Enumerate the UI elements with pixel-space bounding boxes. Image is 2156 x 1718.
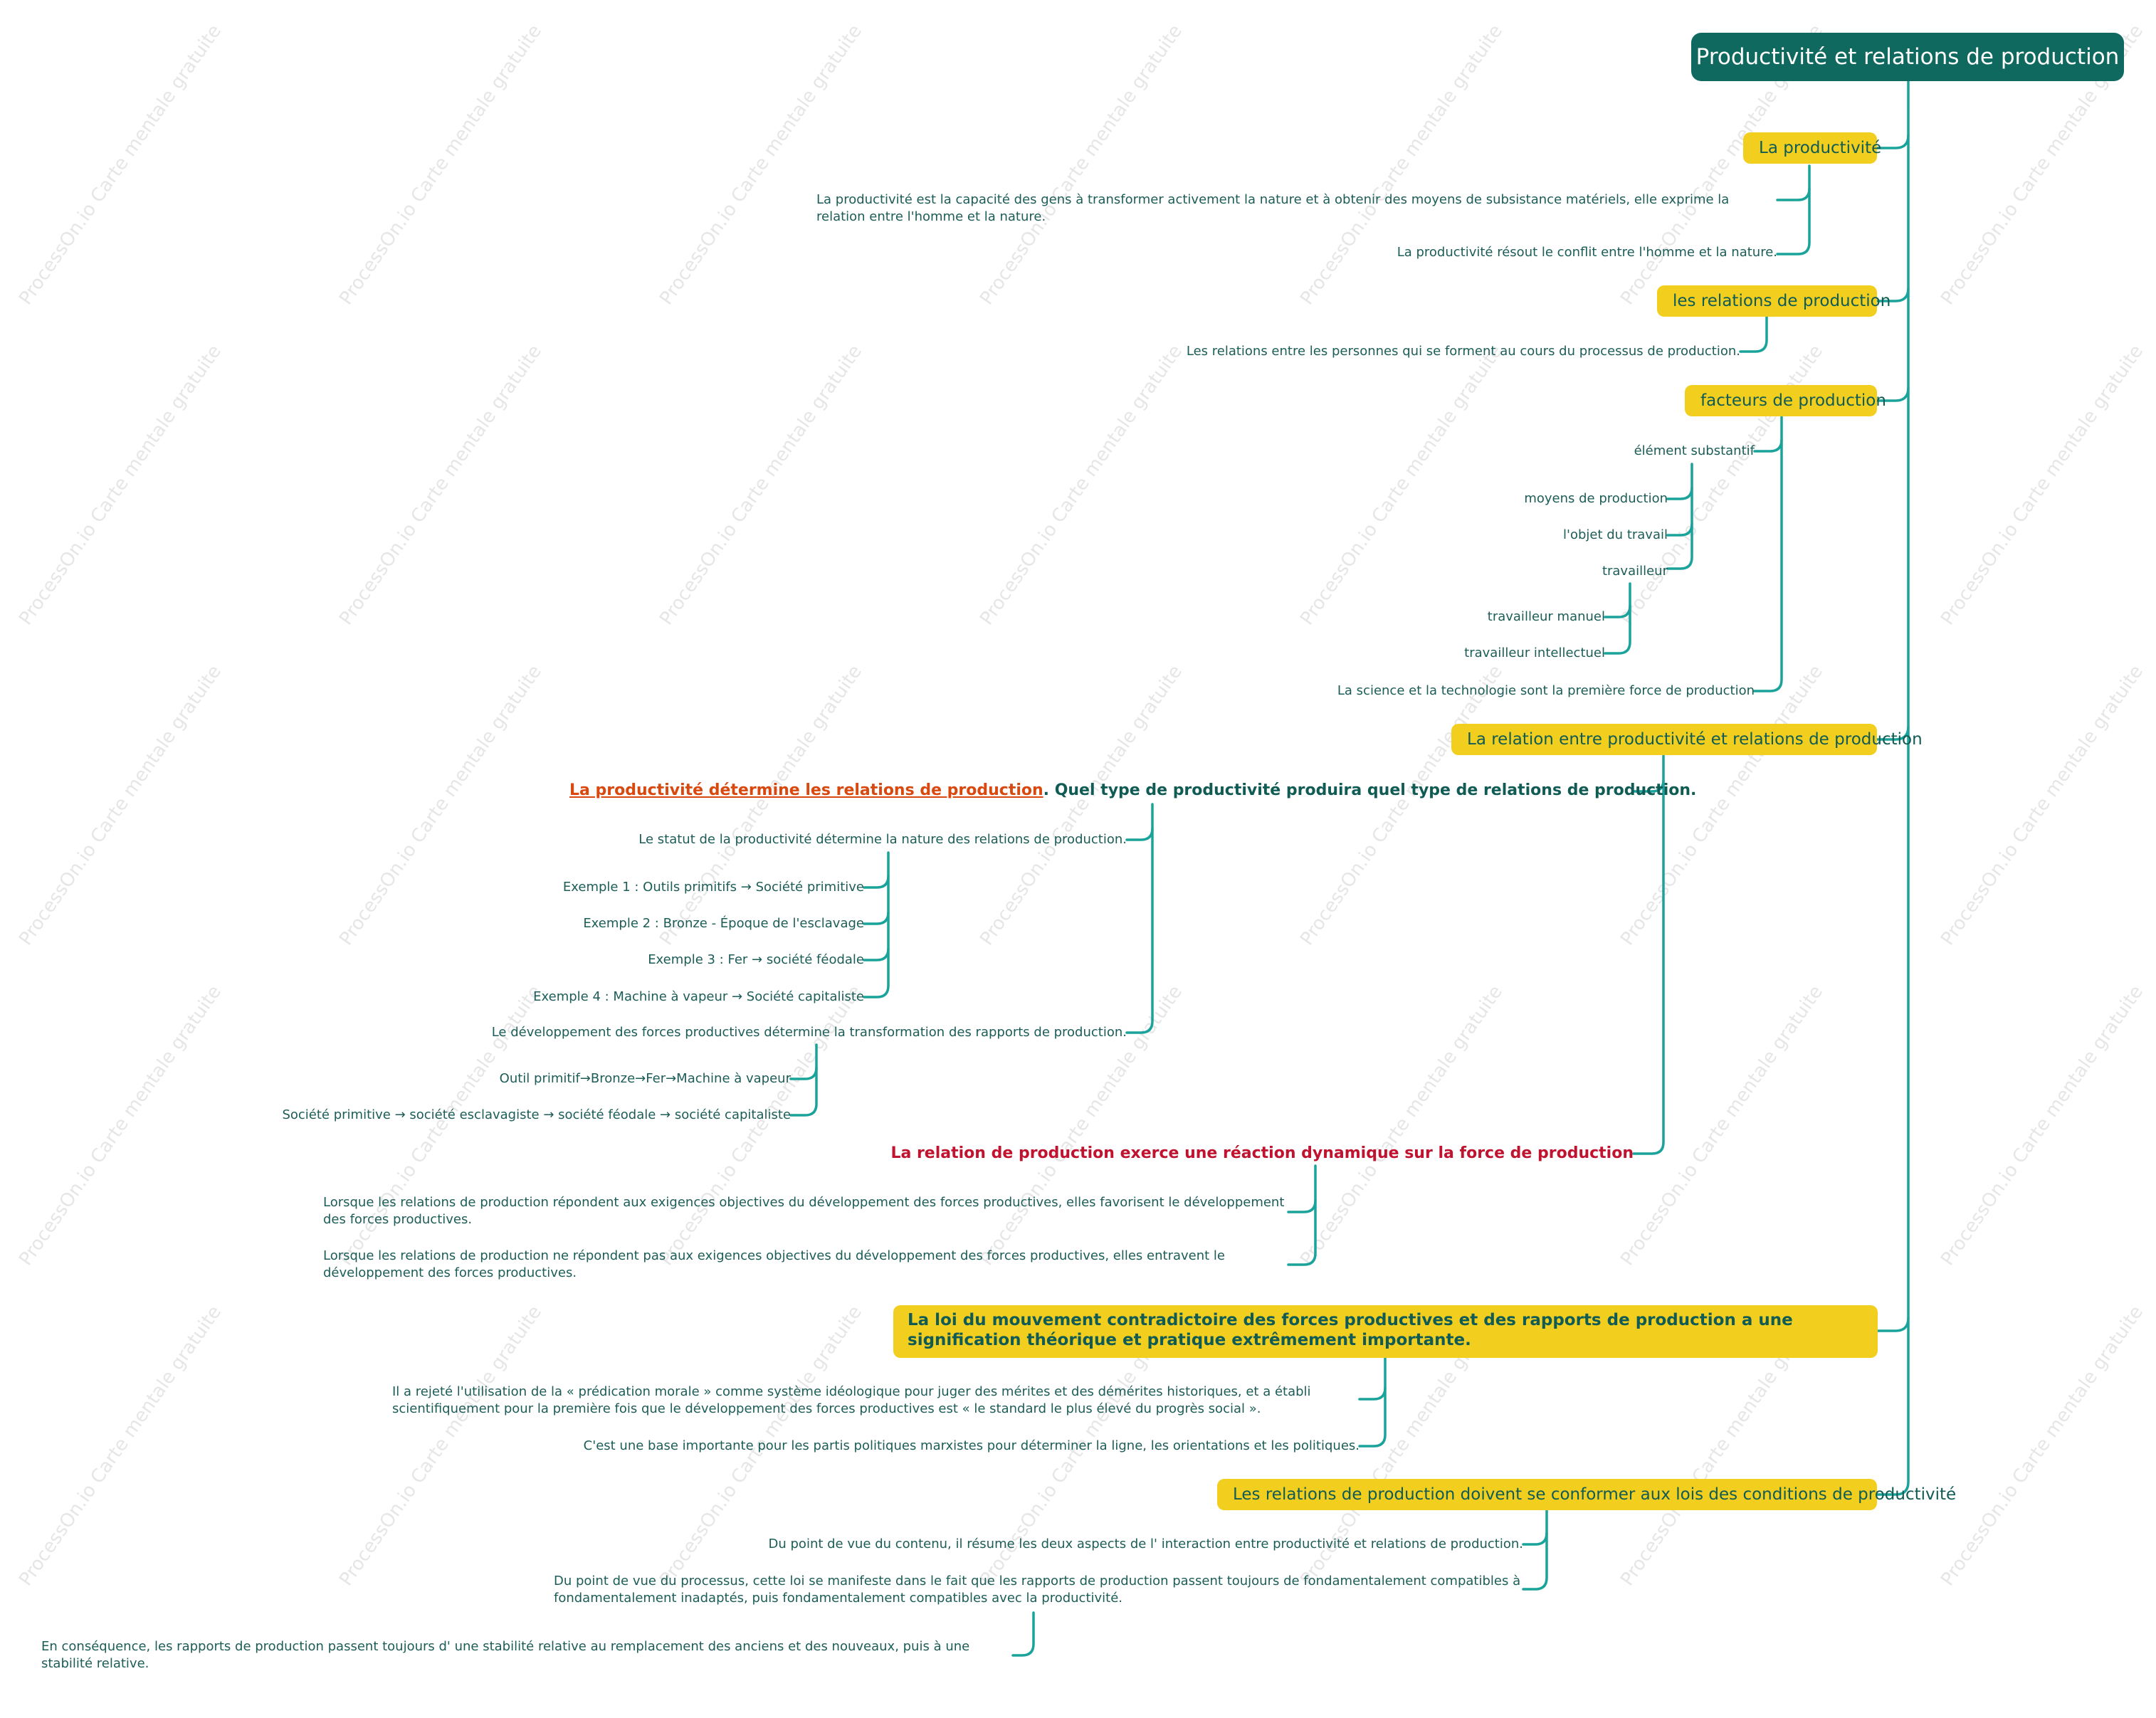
watermark-text: ProcessOn.io Carte mentale gratuite [15, 981, 226, 1270]
watermark-text: ProcessOn.io Carte mentale gratuite [1616, 981, 1827, 1270]
watermark-text: ProcessOn.io Carte mentale gratuite [976, 341, 1187, 629]
watermark-text: ProcessOn.io Carte mentale gratuite [656, 341, 866, 629]
topic-relations[interactable]: les relations de production [1657, 285, 1891, 317]
relation-exemple-1: Exemple 1 : Outils primitifs → Société p… [562, 880, 864, 895]
watermark-text: ProcessOn.io Carte mentale gratuite [976, 21, 1187, 309]
loi-predication-morale: Il a rejeté l'utilisation de la « prédic… [392, 1384, 1311, 1416]
conformer-processus: Du point de vue du processus, cette loi … [554, 1574, 1521, 1606]
facteurs-element-substantif: élément substantif [1634, 443, 1755, 458]
productivite-definition: La productivité est la capacité des gens… [816, 192, 1730, 224]
topic-productivite[interactable]: La productivité [1743, 132, 1881, 164]
relation-societe-chain: Société primitive → société esclavagiste… [282, 1107, 791, 1122]
relation-reaction-heading: La relation de production exerce une réa… [890, 1144, 1634, 1162]
relation-statut: Le statut de la productivité détermine l… [638, 832, 1127, 847]
watermark-text: ProcessOn.io Carte mentale gratuite [1937, 341, 2147, 629]
topic-loi-mouvement[interactable]: La loi du mouvement contradictoire des f… [893, 1305, 1878, 1358]
relation-determine-rest: . Quel type de productivité produira que… [1043, 781, 1697, 799]
watermark-text: ProcessOn.io Carte mentale gratuite [1937, 661, 2147, 949]
watermark-text: ProcessOn.io Carte mentale gratuite [335, 21, 546, 309]
relations-definition: Les relations entre les personnes qui se… [1186, 344, 1740, 359]
watermark-text: ProcessOn.io Carte mentale gratuite [15, 341, 226, 629]
facteurs-travailleur-manuel: travailleur manuel [1487, 609, 1605, 624]
facteurs-objet: l'objet du travail [1563, 527, 1668, 542]
facteurs-moyens: moyens de production [1524, 491, 1668, 506]
relation-exemple-2: Exemple 2 : Bronze - Époque de l'esclava… [583, 916, 864, 931]
relation-exemple-3: Exemple 3 : Fer → société féodale [648, 952, 864, 967]
watermark-text: ProcessOn.io Carte mentale gratuite [15, 1302, 226, 1590]
relation-outil-chain: Outil primitif→Bronze→Fer→Machine à vape… [499, 1071, 791, 1086]
watermark-text: ProcessOn.io Carte mentale gratuite [1937, 1302, 2147, 1590]
topic-relation-productivite[interactable]: La relation entre productivité et relati… [1451, 724, 1923, 755]
productivite-conflit: La productivité résout le conflit entre … [1397, 245, 1777, 260]
watermark-text: ProcessOn.io Carte mentale gratuite [335, 1302, 546, 1590]
facteurs-science: La science et la technologie sont la pre… [1337, 683, 1755, 698]
watermark-text: ProcessOn.io Carte mentale gratuite [1937, 981, 2147, 1270]
topic-facteurs[interactable]: facteurs de production [1685, 385, 1886, 416]
facteurs-travailleur: travailleur [1602, 564, 1668, 579]
watermark-text: ProcessOn.io Carte mentale gratuite [1296, 341, 1507, 629]
watermark-text: ProcessOn.io Carte mentale gratuite [1616, 661, 1827, 949]
conformer-contenu: Du point de vue du contenu, il résume le… [768, 1537, 1523, 1551]
relation-developpement: Le développement des forces productives … [491, 1025, 1127, 1040]
watermark-text: ProcessOn.io Carte mentale gratuite [15, 661, 226, 949]
relation-exemple-4: Exemple 4 : Machine à vapeur → Société c… [533, 989, 864, 1004]
relation-determine-heading: La productivité détermine les relations … [569, 781, 1696, 799]
watermark-text: ProcessOn.io Carte mentale gratuite [976, 661, 1187, 949]
loi-base-importante: C'est une base importante pour les parti… [583, 1438, 1360, 1453]
relation-determine-underlined: La productivité détermine les relations … [569, 781, 1043, 799]
relation-favorise: Lorsque les relations de production répo… [323, 1195, 1285, 1227]
watermark-text: ProcessOn.io Carte mentale gratuite [656, 21, 866, 309]
relation-entrave: Lorsque les relations de production ne r… [323, 1248, 1225, 1280]
watermark-text: ProcessOn.io Carte mentale gratuite [335, 661, 546, 949]
facteurs-travailleur-intellectuel: travailleur intellectuel [1464, 645, 1605, 660]
watermark-text: ProcessOn.io Carte mentale gratuite [1616, 341, 1827, 629]
topic-conformer[interactable]: Les relations de production doivent se c… [1217, 1479, 1956, 1510]
watermark-text: ProcessOn.io Carte mentale gratuite [335, 341, 546, 629]
watermark-text: ProcessOn.io Carte mentale gratuite [1296, 21, 1507, 309]
watermark-text: ProcessOn.io Carte mentale gratuite [1296, 981, 1507, 1270]
root-topic[interactable]: Productivité et relations de production [1691, 33, 2124, 81]
watermark-text: ProcessOn.io Carte mentale gratuite [656, 661, 866, 949]
conformer-consequence: En conséquence, les rapports de producti… [41, 1639, 970, 1671]
watermark-text: ProcessOn.io Carte mentale gratuite [15, 21, 226, 309]
watermark-text: ProcessOn.io Carte mentale gratuite [1296, 661, 1507, 949]
